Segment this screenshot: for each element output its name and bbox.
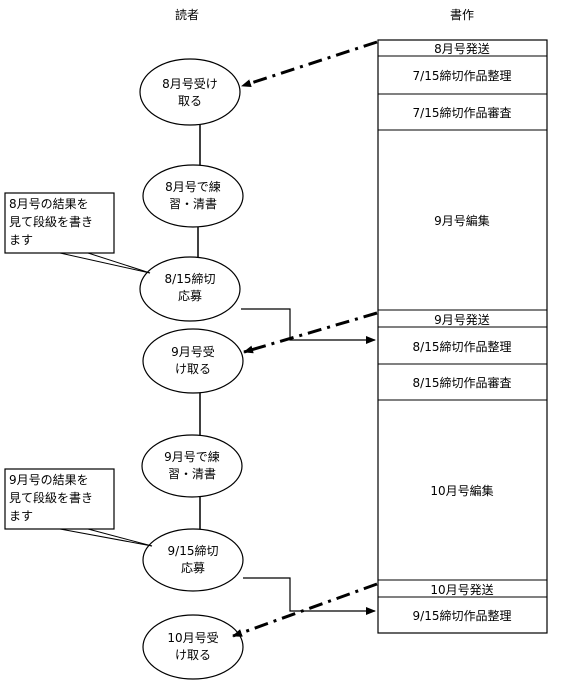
ship-arrow-aug bbox=[241, 40, 378, 88]
ship-arrow-sep bbox=[243, 311, 378, 354]
callout-sep-result: 9月号の結果を 見て段級を書き ます bbox=[4, 468, 153, 547]
publisher-row-jul15-review: 7/15締切作品審査 bbox=[413, 105, 512, 120]
svg-text:け取る: け取る bbox=[175, 648, 211, 662]
svg-text:ます: ます bbox=[9, 509, 33, 523]
submit-arrow-aug bbox=[241, 308, 376, 344]
reader-step-sep-submit: 9/15締切 応募 bbox=[142, 528, 244, 592]
svg-text:け取る: け取る bbox=[175, 362, 211, 376]
reader-step-sep-receive: 9月号受 け取る bbox=[142, 328, 244, 394]
svg-text:9月号受: 9月号受 bbox=[171, 345, 215, 359]
svg-text:8月号の結果を: 8月号の結果を bbox=[9, 197, 89, 211]
svg-text:取る: 取る bbox=[178, 94, 202, 108]
svg-text:10月号受: 10月号受 bbox=[167, 631, 218, 645]
callout-aug-result: 8月号の結果を 見て段級を書き ます bbox=[4, 192, 151, 274]
submit-arrow-sep bbox=[243, 577, 376, 615]
reader-step-aug-receive: 8月号受け 取る bbox=[139, 58, 241, 126]
svg-text:9/15締切: 9/15締切 bbox=[168, 543, 219, 558]
svg-text:習・清書: 習・清書 bbox=[168, 467, 216, 481]
svg-text:9月号で練: 9月号で練 bbox=[164, 450, 220, 464]
svg-text:応募: 応募 bbox=[178, 289, 202, 303]
reader-step-sep-practice: 9月号で練 習・清書 bbox=[141, 434, 243, 498]
svg-text:見て段級を書き: 見て段級を書き bbox=[9, 214, 93, 229]
svg-text:8月号で練: 8月号で練 bbox=[165, 180, 221, 194]
ship-arrow-oct bbox=[232, 582, 378, 638]
reader-column-header: 読者 bbox=[175, 7, 199, 22]
reader-step-aug-practice: 8月号で練 習・清書 bbox=[142, 164, 244, 228]
publisher-row-aug15-review: 8/15締切作品審査 bbox=[413, 375, 512, 390]
svg-text:9月号の結果を: 9月号の結果を bbox=[9, 473, 89, 487]
publisher-row-jul15-sort: 7/15締切作品整理 bbox=[413, 68, 512, 83]
svg-text:応募: 応募 bbox=[181, 561, 205, 575]
publisher-row-sep15-sort: 9/15締切作品整理 bbox=[413, 608, 512, 623]
svg-text:8月号受け: 8月号受け bbox=[162, 77, 218, 91]
svg-text:習・清書: 習・清書 bbox=[169, 197, 217, 211]
svg-text:ます: ます bbox=[9, 233, 33, 247]
publisher-column-header: 書作 bbox=[450, 8, 474, 22]
publisher-row-aug15-sort: 8/15締切作品整理 bbox=[413, 339, 512, 354]
reader-step-oct-receive: 10月号受 け取る bbox=[142, 614, 244, 680]
publisher-row-oct-ship: 10月号発送 bbox=[430, 582, 493, 597]
publisher-table: 8月号発送 7/15締切作品整理 7/15締切作品審査 9月号編集 9月号発送 … bbox=[377, 39, 548, 634]
publisher-row-sep-edit: 9月号編集 bbox=[434, 213, 490, 228]
svg-text:見て段級を書き: 見て段級を書き bbox=[9, 490, 93, 505]
svg-text:8/15締切: 8/15締切 bbox=[165, 271, 216, 286]
reader-step-aug-submit: 8/15締切 応募 bbox=[139, 256, 241, 322]
publisher-row-sep-ship: 9月号発送 bbox=[434, 312, 490, 327]
publisher-row-aug-ship: 8月号発送 bbox=[434, 41, 490, 56]
publisher-row-oct-edit: 10月号編集 bbox=[430, 483, 493, 498]
